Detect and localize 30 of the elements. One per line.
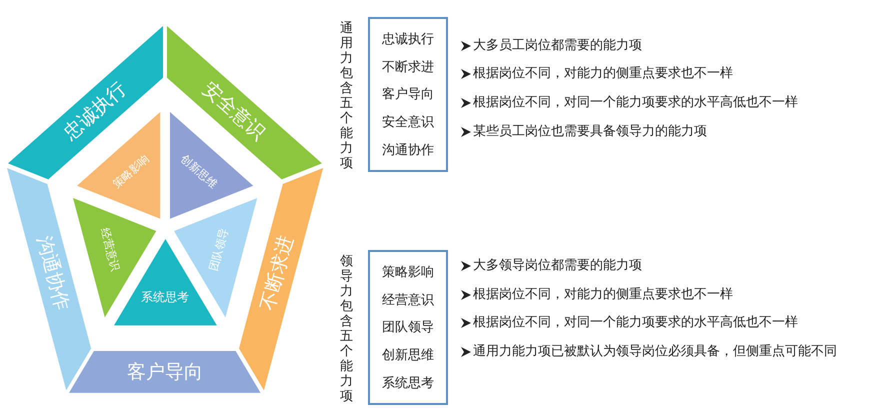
- segment-label: 团队领导: [206, 226, 232, 273]
- segment-label: 安全意识: [198, 76, 272, 146]
- list-item: 安全意识: [382, 114, 434, 132]
- segment-label: 创新思维: [177, 151, 220, 192]
- list-item: 客户导向: [382, 86, 434, 104]
- list-item: 创新思维: [382, 347, 434, 364]
- list-item: 策略影响: [382, 264, 434, 281]
- list-item: 不断求进: [382, 58, 434, 76]
- bullet-text: 某些员工岗位也需要具备领导力的能力项: [473, 123, 708, 141]
- bullet-text: 根据岗位不同，对同一个能力项要求的水平高低也不一样: [473, 314, 799, 332]
- segment-label: 系统思考: [140, 289, 189, 306]
- list-item: 经营意识: [382, 292, 434, 309]
- vertical-heading: 通用力包含五个能力项: [340, 21, 354, 171]
- vertical-heading: 领导力包含五个能力项: [340, 254, 354, 404]
- list-item: 忠诚执行: [382, 30, 434, 48]
- list-item: 团队领导: [382, 319, 434, 336]
- bullet-text: 根据岗位不同，对同一个能力项要求的水平高低也不一样: [473, 94, 799, 112]
- segment-label: 沟通协作: [31, 232, 74, 313]
- list-item: 沟通协作: [382, 142, 434, 160]
- segment-label: 策略影响: [110, 151, 153, 192]
- bullet-text: 大多员工岗位都需要的能力项: [473, 37, 643, 55]
- bullet-text: 根据岗位不同，对能力的侧重点要求也不一样: [473, 65, 734, 83]
- bullet-text: 大多领导岗位都需要的能力项: [473, 257, 643, 275]
- list-item: 系统思考: [382, 375, 434, 392]
- bullet-text: 通用力能力项已被默认为领导岗位必须具备，但侧重点可能不同: [473, 343, 838, 361]
- bullet-text: 根据岗位不同，对能力的侧重点要求也不一样: [473, 286, 734, 304]
- segment-label: 经营意识: [98, 226, 124, 273]
- segment-label: 不断求进: [256, 232, 299, 313]
- segment-label: 忠诚执行: [58, 76, 132, 146]
- segment-label: 客户导向: [126, 360, 203, 386]
